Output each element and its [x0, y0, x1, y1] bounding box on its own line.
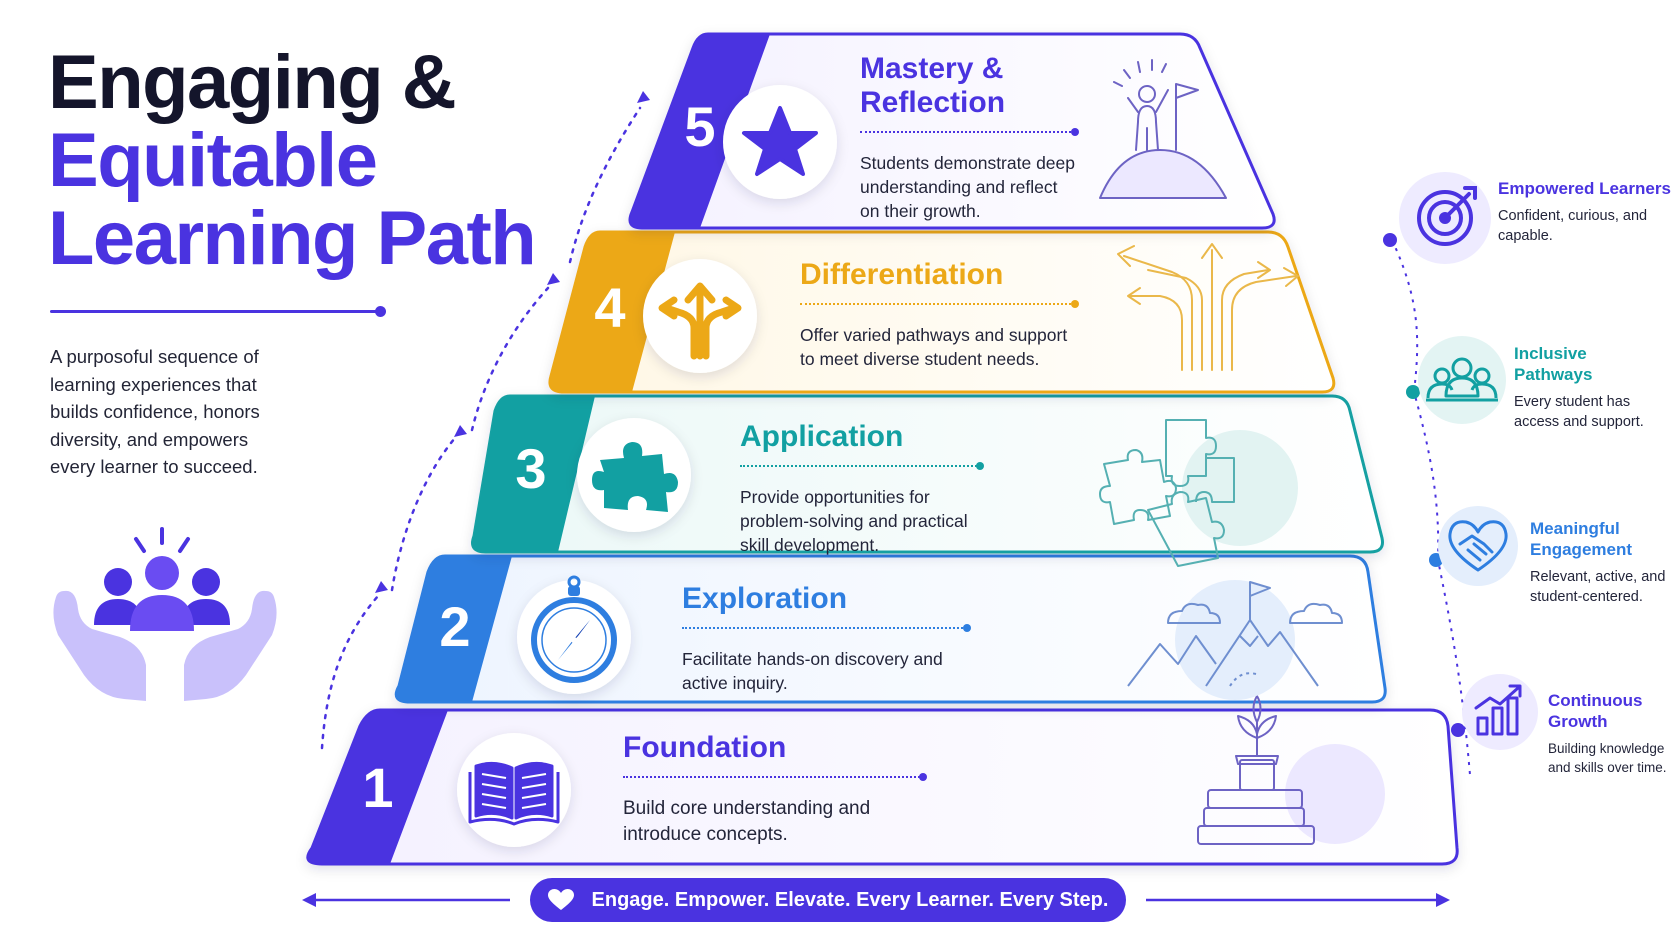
open-book-icon: [468, 761, 560, 826]
progress-arrowheads: [375, 91, 650, 593]
stacked-books-plant-illustration: [1197, 695, 1385, 845]
compass-icon: [531, 575, 617, 683]
tier-1-title: Foundation: [623, 731, 787, 764]
tier-4-title: Differentiation: [800, 258, 1004, 291]
tier-5-content: Mastery & Reflection Students demonstrat…: [860, 52, 1079, 223]
outcome-continuous-growth: Continuous Growth Building knowledge and…: [1548, 690, 1670, 777]
tier-1-number: 1: [362, 756, 393, 819]
tier-3-divider: [740, 462, 984, 470]
progress-arrows: [320, 106, 642, 750]
tagline-text: Engage. Empower. Elevate. Every Learner.…: [591, 888, 1109, 911]
outcome-meaningful-engagement: Meaningful Engagement Relevant, active, …: [1530, 518, 1670, 607]
heart-handshake-icon: [1438, 506, 1518, 586]
tier-4-number: 4: [594, 276, 625, 339]
tier-5-number: 5: [684, 95, 715, 158]
intro-text: A purposoful sequence of learning experi…: [50, 346, 260, 477]
branching-arrows-icon: [658, 282, 742, 360]
tier-1-description: Build core understanding and introduce c…: [623, 798, 871, 845]
outcome-dots: [1383, 233, 1465, 737]
target-icon: [1399, 172, 1491, 264]
tier-2-content: Exploration Facilitate hands-on discover…: [682, 582, 971, 695]
tier-3-description: Provide opportunities for problem-solvin…: [740, 487, 968, 555]
tier-2-number: 2: [439, 595, 470, 658]
outcome-empowered-learners: Empowered Learners Confident, curious, a…: [1498, 178, 1672, 246]
tier-4-divider: [800, 300, 1079, 308]
outcome-3-description: Relevant, active, and student-centered.: [1530, 569, 1666, 605]
mountains-flag-illustration: [1127, 580, 1343, 700]
page-title: Engaging & Equitable Learning Path: [48, 40, 537, 281]
tier-3-content: Application Provide opportunities for pr…: [740, 420, 984, 557]
growth-chart-icon: [1462, 674, 1538, 750]
tier-5-description: Students demonstrate deep understanding …: [860, 153, 1076, 221]
title-line-1: Engaging &: [48, 40, 457, 125]
title-line-2: Equitable: [48, 118, 378, 203]
tagline-banner: Engage. Empower. Elevate. Every Learner.…: [530, 878, 1126, 922]
outcome-1-description: Confident, curious, and capable.: [1498, 208, 1648, 244]
tier-1-content: Foundation Build core understanding and …: [623, 731, 927, 848]
outcome-4-description: Building knowledge and skills over time.: [1548, 741, 1667, 775]
person-summit-flag-illustration: [1099, 59, 1227, 199]
tier-4-content: Differentiation Offer varied pathways an…: [800, 258, 1079, 371]
heart-icon: [547, 889, 574, 910]
outcome-2-description: Every student has access and support.: [1514, 394, 1644, 430]
tier-3-number: 3: [515, 437, 546, 500]
tier-2-description: Facilitate hands-on discovery and active…: [682, 649, 943, 693]
outcome-4-title: Continuous Growth: [1548, 691, 1643, 731]
supportive-hands-group-icon: [53, 527, 277, 701]
tier-1-divider: [623, 773, 927, 781]
outcome-2-title: Inclusive Pathways: [1514, 344, 1593, 384]
outcome-1-title: Empowered Learners: [1498, 179, 1671, 198]
tier-3-title: Application: [740, 420, 904, 453]
star-icon: [742, 106, 818, 176]
tier-4-differentiation: [548, 230, 1336, 394]
tier-2-divider: [682, 624, 971, 632]
outcome-3-title: Meaningful Engagement: [1530, 519, 1633, 559]
diverging-arrows-illustration: [1117, 243, 1299, 371]
outcome-inclusive-pathways: Inclusive Pathways Every student has acc…: [1514, 343, 1664, 432]
tier-5-divider: [860, 128, 1079, 136]
outcomes-connector: [1391, 239, 1471, 776]
tier-2-title: Exploration: [682, 582, 848, 615]
title-divider: [50, 306, 386, 317]
tier-4-description: Offer varied pathways and support to mee…: [800, 325, 1068, 369]
puzzle-pieces-illustration: [1099, 419, 1298, 567]
puzzle-piece-icon: [592, 442, 678, 512]
tier-5-title: Mastery & Reflection: [860, 52, 1006, 119]
title-line-3: Learning Path: [48, 196, 537, 281]
group-icon: [1418, 336, 1506, 424]
footer-arrows: [302, 893, 1450, 907]
